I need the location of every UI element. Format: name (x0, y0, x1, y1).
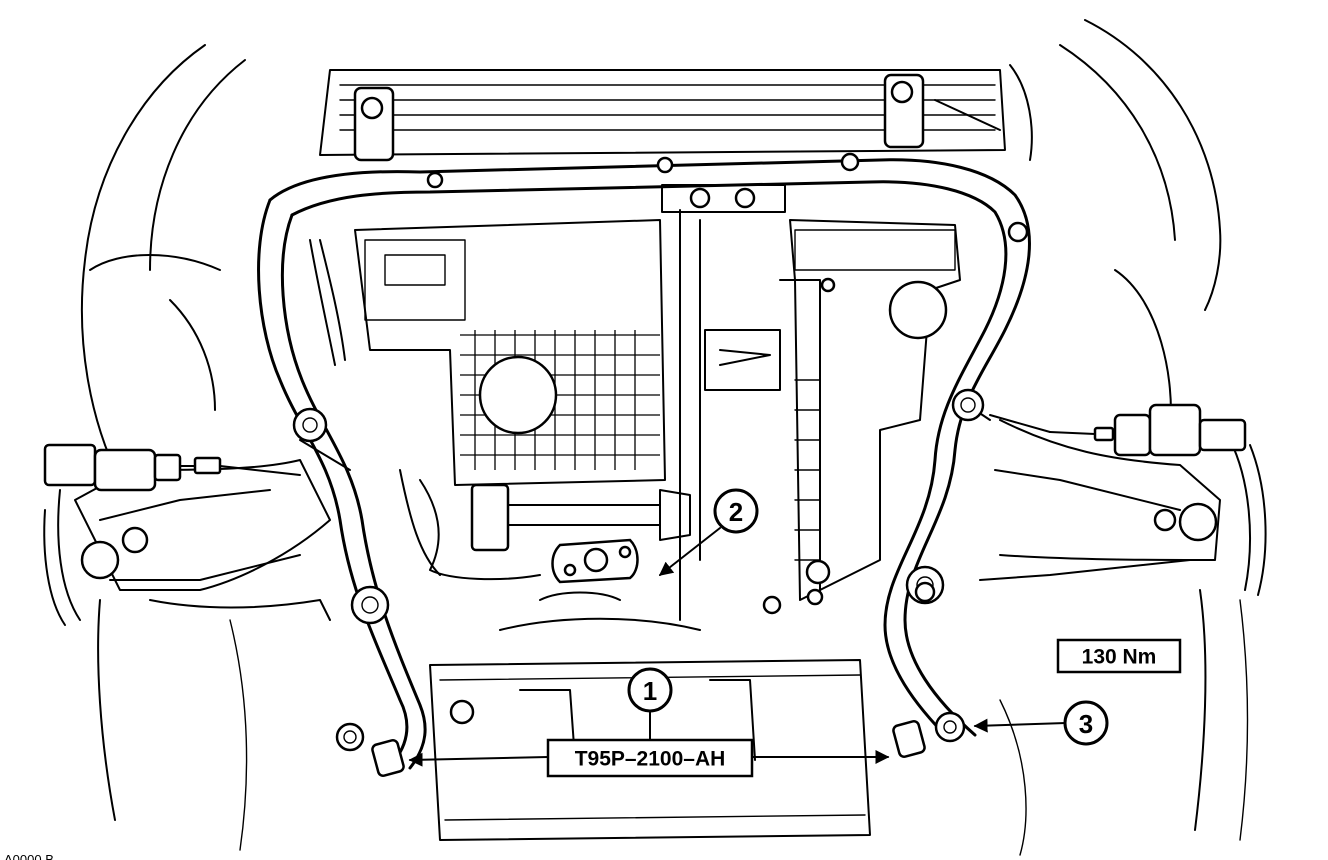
oil-pan-grid (460, 330, 660, 470)
callout-3: 3 (1063, 700, 1109, 746)
callout-1: 1 (627, 667, 673, 713)
figure-ref: A0000 B (4, 852, 54, 860)
left-suspension (43, 443, 331, 626)
radiator (319, 64, 1033, 162)
engine-assembly (309, 184, 961, 841)
callout-3-leader (973, 718, 1067, 733)
tool-number-label: T95P–2100–AH (575, 748, 726, 771)
callout-3-label: 3 (1079, 709, 1093, 739)
right-suspension (914, 403, 1267, 603)
callout-2-leader (658, 527, 721, 576)
torque-box: 130 Nm (1056, 638, 1182, 674)
callout-2-label: 2 (729, 497, 743, 527)
tool-number-box: T95P–2100–AH (546, 738, 754, 778)
transmission-teeth (794, 379, 821, 561)
callout-2: 2 (713, 488, 759, 534)
subframe (257, 152, 1031, 777)
callout-1-label: 1 (643, 676, 657, 706)
tool-arrow-left (408, 752, 549, 767)
torque-label: 130 Nm (1082, 646, 1157, 669)
body-outline (80, 19, 1249, 856)
